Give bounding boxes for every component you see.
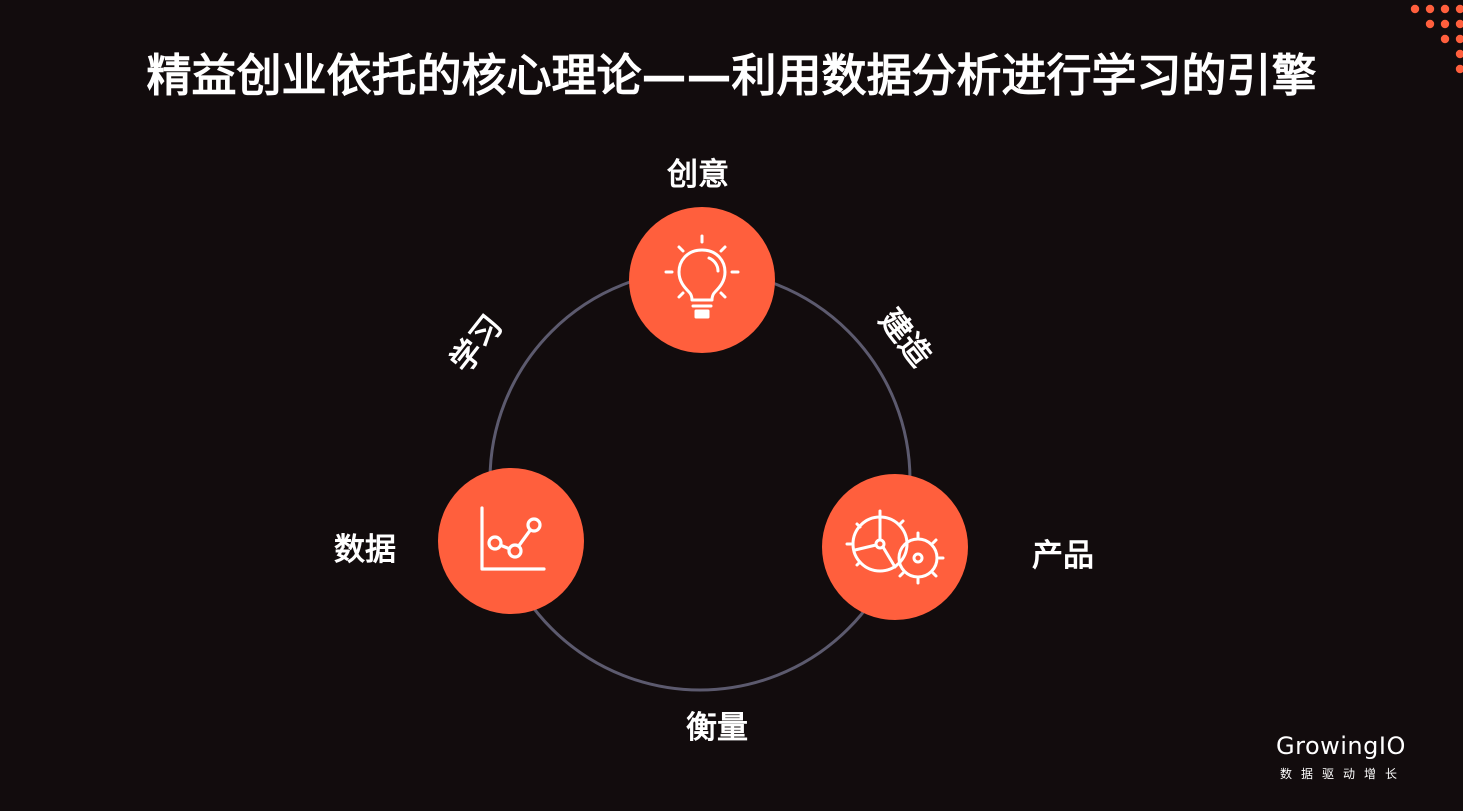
lightbulb-icon xyxy=(664,234,740,319)
node-label-data: 数据 xyxy=(334,532,396,568)
decorative-dot-pattern xyxy=(1410,4,1463,74)
gears-icon xyxy=(845,509,945,585)
growingio-logo: GrowingIO 数据驱动增长 xyxy=(1276,728,1446,788)
node-data xyxy=(438,468,584,614)
node-label-product: 产品 xyxy=(1032,538,1094,574)
logo-tagline: 数据驱动增长 xyxy=(1280,767,1407,781)
logo-name: GrowingIO xyxy=(1276,732,1406,760)
node-product xyxy=(822,474,968,620)
page-title: 精益创业依托的核心理论——利用数据分析进行学习的引擎 xyxy=(146,49,1317,102)
node-idea xyxy=(629,207,775,353)
node-label-idea: 创意 xyxy=(667,157,729,193)
line-chart-icon xyxy=(480,506,546,571)
edge-label-measure: 衡量 xyxy=(686,710,748,746)
